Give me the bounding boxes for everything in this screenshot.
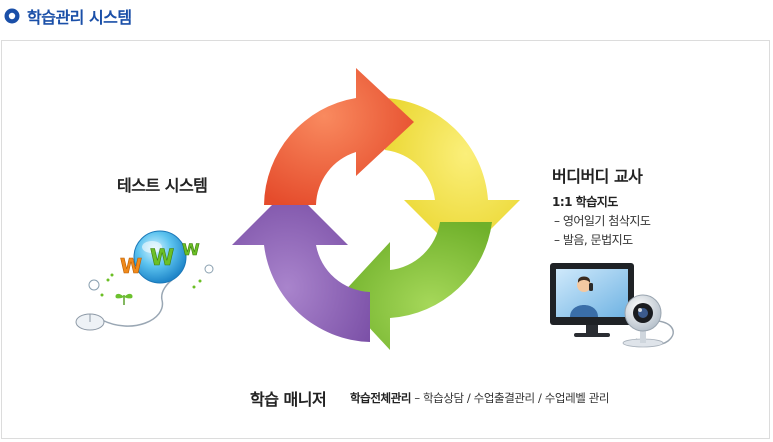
purple-arrow [232, 187, 370, 342]
green-arrow [340, 222, 492, 350]
teacher-label: 버디버디 교사 [552, 167, 643, 186]
circle-bullet-icon [4, 8, 20, 24]
www-letter-2: W [150, 246, 174, 271]
page-title: 학습관리 시스템 [27, 8, 132, 27]
www-globe-mouse-icon: W W W [75, 230, 214, 331]
teacher-item-pronunciation: – 발음, 문법지도 [554, 233, 633, 247]
manager-detail-rest: – 학습상담 / 수업출결관리 / 수업레벨 관리 [411, 391, 610, 405]
manager-label: 학습 매니저 [250, 390, 327, 409]
test-system-label: 테스트 시스템 [117, 176, 208, 195]
www-letter-3: W [182, 240, 200, 259]
manager-detail-bold: 학습전체관리 [350, 391, 412, 405]
teacher-subheading: 1:1 학습지도 [552, 195, 618, 209]
yellow-arrow [385, 98, 520, 258]
red-arrow [264, 68, 414, 205]
page-header: 학습관리 시스템 [4, 4, 132, 28]
monitor-webcam-icon [550, 263, 674, 348]
www-letter-1: W [120, 254, 142, 278]
teacher-item-diary: – 영어일기 첨삭지도 [554, 214, 651, 228]
manager-detail: 학습전체관리 – 학습상담 / 수업출결관리 / 수업레벨 관리 [350, 390, 609, 406]
